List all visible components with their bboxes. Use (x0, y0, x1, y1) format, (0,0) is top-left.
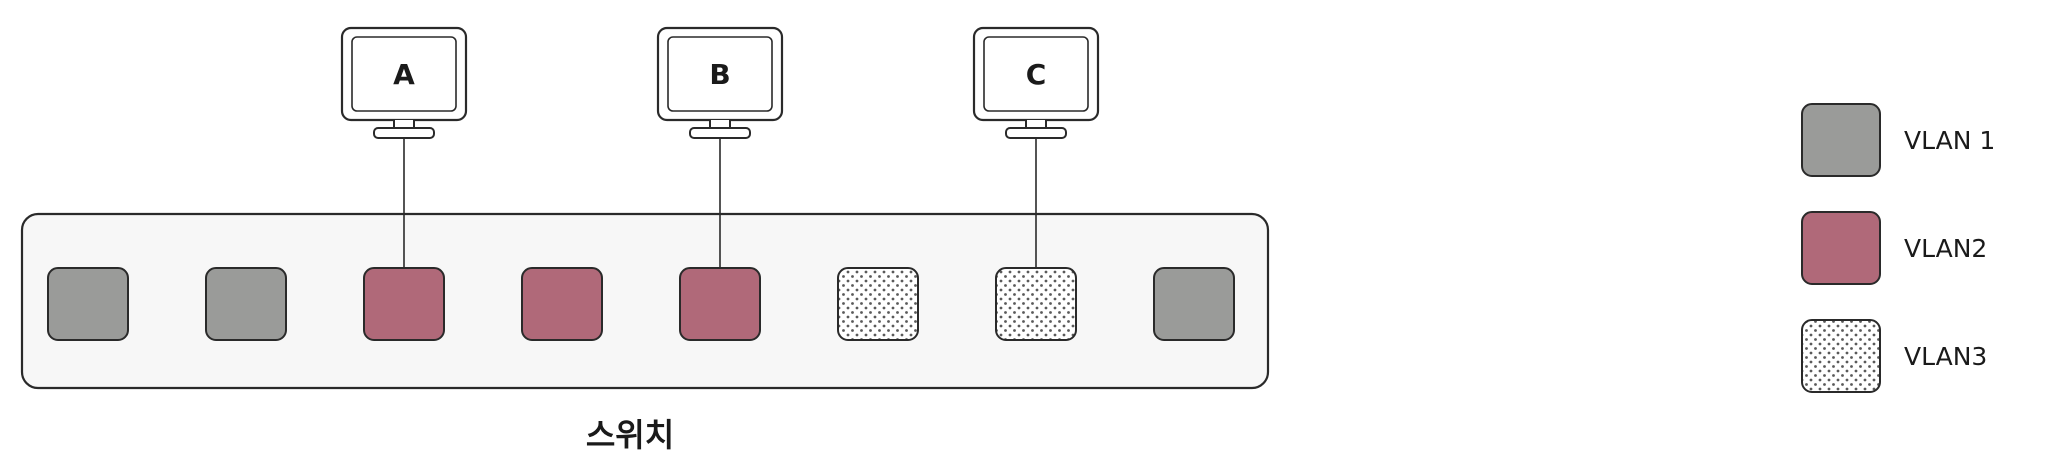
legend-swatch (1801, 103, 1881, 177)
monitor-inner-frame (667, 36, 773, 112)
legend-label: VLAN 1 (1904, 126, 1995, 155)
computer-c: C (972, 26, 1100, 139)
monitor-base (373, 127, 435, 139)
switch-label: 스위치 (586, 416, 674, 454)
switch-body (20, 212, 1270, 390)
legend-swatch (1801, 319, 1881, 393)
computer-label: A (393, 58, 415, 91)
switch-port (837, 267, 919, 341)
cables (403, 138, 1037, 268)
monitor-inner-frame (983, 36, 1089, 112)
switch-port (679, 267, 761, 341)
monitor-inner-frame (351, 36, 457, 112)
legend-item: VLAN 1 (1801, 103, 1995, 177)
computers: A B C (340, 26, 1100, 139)
switch-port (1153, 267, 1235, 341)
switch-port (521, 267, 603, 341)
switch-port (363, 267, 445, 341)
computer-b: B (656, 26, 784, 139)
switch-port (995, 267, 1077, 341)
monitor-base (1005, 127, 1067, 139)
monitor-base (689, 127, 751, 139)
computer-label: C (1026, 58, 1047, 91)
legend-label: VLAN2 (1904, 234, 1987, 263)
switch-port (47, 267, 129, 341)
legend-item: VLAN2 (1801, 211, 1987, 285)
computer-label: B (709, 58, 730, 91)
computer-a: A (340, 26, 468, 139)
switch-ports (47, 267, 1235, 341)
legend-swatch (1801, 211, 1881, 285)
legend-item: VLAN3 (1801, 319, 1987, 393)
switch-port (205, 267, 287, 341)
legend-label: VLAN3 (1904, 342, 1987, 371)
